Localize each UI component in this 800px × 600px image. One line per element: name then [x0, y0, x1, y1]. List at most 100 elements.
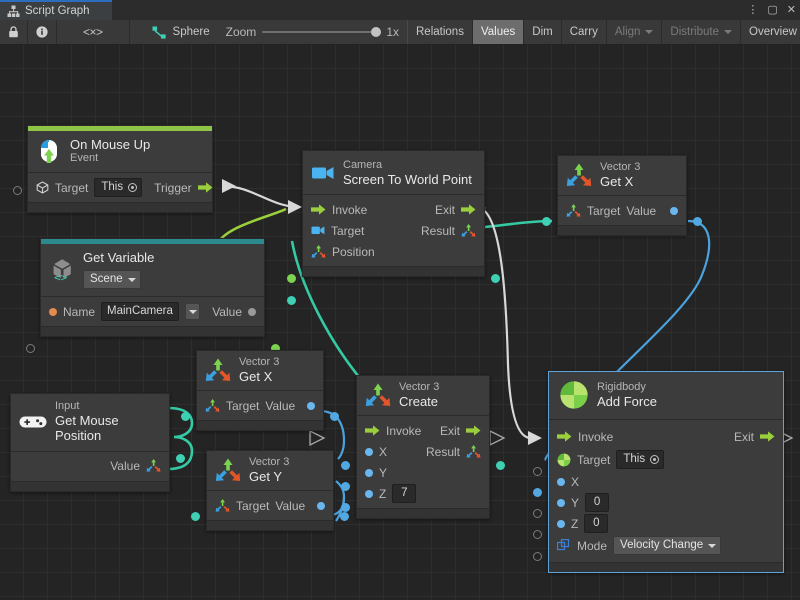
port-row-target[interactable]: Target This [549, 448, 783, 471]
float-port-icon[interactable] [365, 447, 373, 456]
zoom-control[interactable]: Zoom 1x [218, 20, 407, 44]
maximize-icon[interactable]: ▢ [767, 3, 778, 16]
port-row-mode[interactable]: Mode Velocity Change [549, 534, 783, 557]
port-connector-position[interactable] [287, 296, 296, 305]
node-camera-screen-to-world-point[interactable]: Camera Screen To World Point Invoke Exit [287, 150, 500, 305]
port-row-y[interactable]: Y [357, 462, 489, 483]
port-connector-target[interactable] [533, 467, 542, 476]
port-row-target[interactable]: Target Result [303, 220, 484, 241]
z-value-field[interactable]: 7 [392, 484, 417, 504]
port-row-x[interactable]: X Result [357, 441, 489, 462]
port-row-target[interactable]: Target This Trigger [28, 177, 213, 198]
port-connector-y[interactable] [341, 482, 350, 491]
port-row-invoke[interactable]: Invoke Exit [303, 199, 484, 220]
node-vector3-get-y-mid[interactable]: Vector 3 Get Y Target Value [191, 450, 349, 532]
port-connector-target[interactable] [191, 512, 200, 521]
float-port-icon[interactable] [365, 468, 373, 477]
port-connector-target[interactable] [13, 186, 22, 195]
y-value-field[interactable]: 0 [585, 493, 610, 512]
flow-in-arrow-icon[interactable] [365, 425, 380, 436]
zoom-slider[interactable] [262, 27, 382, 37]
target-object-field[interactable]: This [616, 450, 665, 469]
float-port-icon[interactable] [365, 489, 373, 498]
vector3-port-icon[interactable] [146, 459, 161, 473]
port-connector-z[interactable] [341, 503, 350, 512]
graph-canvas[interactable]: On Mouse Up Event Target This [0, 45, 800, 600]
code-view-button[interactable]: <×> [57, 20, 130, 44]
z-value-field[interactable]: 0 [584, 514, 609, 533]
flow-out-arrow-icon[interactable] [760, 431, 775, 442]
enum-port-icon[interactable] [557, 539, 571, 552]
node-get-variable[interactable]: <> Get Variable Scene Name MainCamera [26, 238, 280, 353]
port-row-position[interactable]: Position [303, 241, 484, 262]
lock-button[interactable] [0, 20, 28, 44]
target-object-field[interactable]: This [94, 178, 143, 198]
toolbar-item-align[interactable]: Align [607, 20, 663, 44]
info-button[interactable] [28, 20, 57, 44]
float-port-icon[interactable] [670, 206, 678, 215]
tab-script-graph[interactable]: Script Graph [0, 0, 112, 20]
port-connector-result[interactable] [491, 274, 500, 283]
float-port-icon[interactable] [307, 401, 316, 410]
port-connector-x[interactable] [341, 461, 350, 470]
flow-out-arrow-icon[interactable] [197, 182, 213, 193]
object-picker-icon[interactable] [650, 455, 660, 464]
toolbar-item-overview[interactable]: Overview [741, 20, 800, 44]
zoom-slider-handle[interactable] [371, 27, 382, 37]
port-connector-value[interactable] [693, 217, 702, 226]
camera-port-icon[interactable] [311, 225, 325, 236]
flow-out-arrow-icon[interactable] [466, 425, 481, 436]
port-connector-target[interactable] [181, 412, 190, 421]
value-port-icon[interactable] [248, 307, 256, 316]
vector3-port-icon[interactable] [566, 203, 581, 218]
close-icon[interactable]: ✕ [786, 3, 796, 16]
port-row-target-value[interactable]: Target Value [197, 395, 323, 416]
port-row-name[interactable]: Name MainCamera Value [41, 301, 264, 322]
mode-dropdown[interactable]: Velocity Change [613, 536, 722, 555]
node-input-get-mouse-position[interactable]: Input Get Mouse Position Value [10, 393, 185, 492]
port-row-value[interactable]: Value [11, 456, 169, 477]
node-vector3-get-x-mid[interactable]: Vector 3 Get X Target Value [181, 350, 339, 432]
graph-object-button[interactable]: Sphere [144, 20, 218, 44]
string-port-icon[interactable] [49, 307, 57, 316]
port-connector-y[interactable] [533, 509, 542, 518]
variable-name-field[interactable]: MainCamera [101, 302, 179, 322]
vector3-port-icon[interactable] [205, 398, 220, 413]
port-row-invoke[interactable]: Invoke Exit [357, 420, 489, 441]
vector3-port-icon[interactable] [461, 223, 476, 238]
port-row-y[interactable]: Y 0 [549, 492, 783, 513]
float-port-icon[interactable] [317, 501, 326, 510]
port-row-x[interactable]: X [549, 471, 783, 492]
port-connector-mode[interactable] [533, 552, 542, 561]
node-vector3-get-x-top[interactable]: Vector 3 Get X Target Value [542, 155, 702, 237]
port-row-z[interactable]: Z 7 [357, 483, 489, 504]
float-port-icon[interactable] [557, 498, 565, 507]
flow-out-arrow-icon[interactable] [461, 204, 476, 215]
port-row-invoke[interactable]: Invoke Exit [549, 425, 783, 448]
port-connector-z[interactable] [533, 530, 542, 539]
port-row-target-value[interactable]: Target Value [207, 495, 333, 516]
port-row-target-value[interactable]: Target Value [558, 200, 686, 221]
node-on-mouse-up[interactable]: On Mouse Up Event Target This [13, 125, 213, 214]
toolbar-item-dim[interactable]: Dim [524, 20, 562, 44]
port-connector-value[interactable] [176, 454, 185, 463]
float-port-icon[interactable] [557, 477, 565, 486]
toolbar-item-distribute[interactable]: Distribute [662, 20, 741, 44]
port-connector-result[interactable] [496, 461, 505, 470]
port-connector-target[interactable] [287, 274, 296, 283]
rigidbody-port-icon[interactable] [557, 453, 571, 467]
flow-in-arrow-icon[interactable] [311, 204, 326, 215]
float-port-icon[interactable] [557, 519, 565, 528]
node-rigidbody-add-force[interactable]: Rigidbody Add Force Invoke Exit [533, 371, 784, 573]
overflow-menu-icon[interactable]: ⋮ [747, 3, 759, 16]
variable-scope-dropdown[interactable]: Scene [83, 270, 141, 290]
toolbar-item-relations[interactable]: Relations [407, 20, 473, 44]
object-picker-icon[interactable] [128, 183, 138, 193]
variable-name-dropdown-button[interactable] [184, 303, 201, 321]
node-vector3-create[interactable]: Vector 3 Create Invoke Exit [341, 375, 505, 520]
port-connector-target[interactable] [542, 217, 551, 226]
port-row-z[interactable]: Z 0 [549, 513, 783, 534]
toolbar-item-values[interactable]: Values [472, 20, 525, 44]
vector3-port-icon[interactable] [215, 498, 230, 513]
flow-in-arrow-icon[interactable] [557, 431, 572, 442]
